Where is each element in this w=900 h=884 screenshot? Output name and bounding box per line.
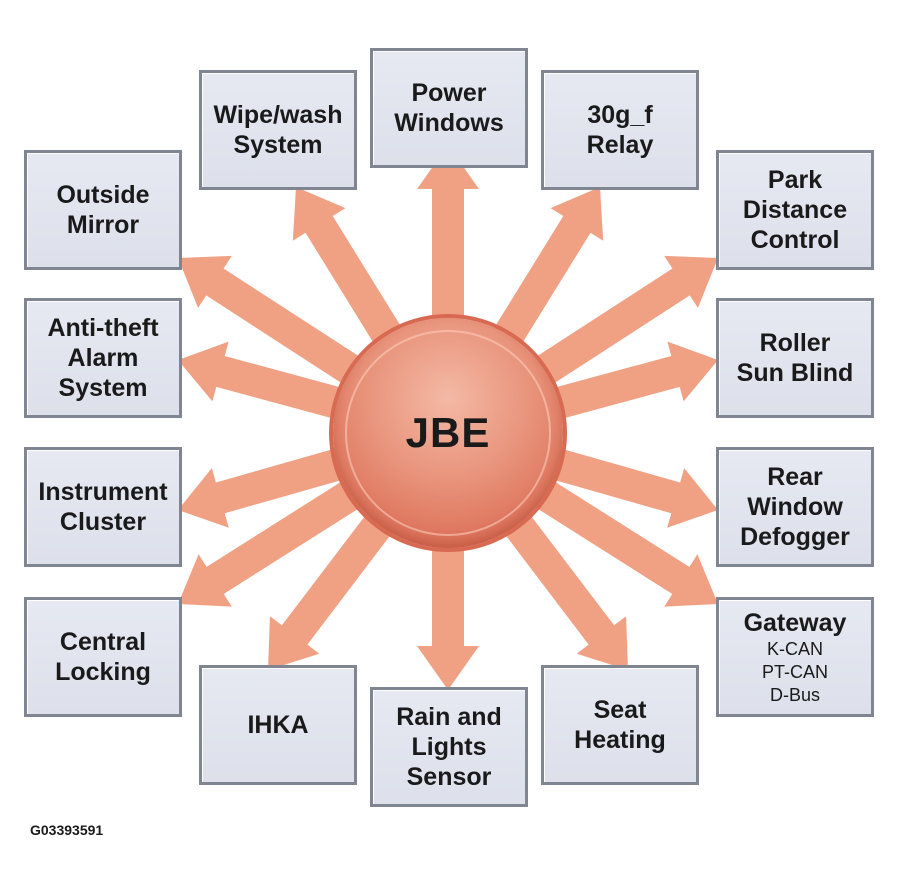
module-roller-sun-blind: Roller Sun Blind bbox=[716, 298, 874, 418]
module-relay: 30g_f Relay bbox=[541, 70, 699, 190]
module-rear-window-defogger: Rear Window Defogger bbox=[716, 447, 874, 567]
figure-id: G03393591 bbox=[30, 822, 104, 838]
module-outside-mirror: Outside Mirror bbox=[24, 150, 182, 270]
module-label: Power Windows bbox=[394, 79, 504, 137]
module-label: 30g_f Relay bbox=[586, 101, 654, 159]
module-label: Outside Mirror bbox=[56, 181, 150, 239]
module-instrument-cluster: Instrument Cluster bbox=[24, 447, 182, 567]
module-label: IHKA bbox=[247, 711, 309, 739]
module-ihka: IHKA bbox=[199, 665, 357, 785]
module-central-locking: Central Locking bbox=[24, 597, 182, 717]
module-label: Wipe/wash System bbox=[213, 101, 343, 159]
module-label: Rain and Lights Sensor bbox=[396, 703, 502, 791]
module-label: Instrument Cluster bbox=[38, 478, 168, 536]
module-label: Central Locking bbox=[55, 628, 151, 686]
module-park-distance-control: Park Distance Control bbox=[716, 150, 874, 270]
module-anti-theft-alarm: Anti-theft Alarm System bbox=[24, 298, 182, 418]
module-label: Park Distance Control bbox=[742, 166, 848, 254]
module-label: Seat Heating bbox=[574, 696, 666, 754]
module-sublabel: K-CAN PT-CAN D-Bus bbox=[761, 638, 828, 705]
module-power-windows: Power Windows bbox=[370, 48, 528, 168]
module-label: Roller Sun Blind bbox=[736, 329, 854, 387]
module-label: Rear Window Defogger bbox=[740, 463, 850, 551]
module-seat-heating: Seat Heating bbox=[541, 665, 699, 785]
module-gateway: Gateway K-CAN PT-CAN D-Bus bbox=[716, 597, 874, 717]
module-label: Gateway bbox=[743, 608, 847, 637]
module-rain-lights-sensor: Rain and Lights Sensor bbox=[370, 687, 528, 807]
hub-label: JBE bbox=[405, 409, 491, 456]
module-label: Anti-theft Alarm System bbox=[47, 314, 159, 402]
module-wipe-wash: Wipe/wash System bbox=[199, 70, 357, 190]
jbe-hub: JBE bbox=[333, 318, 563, 548]
